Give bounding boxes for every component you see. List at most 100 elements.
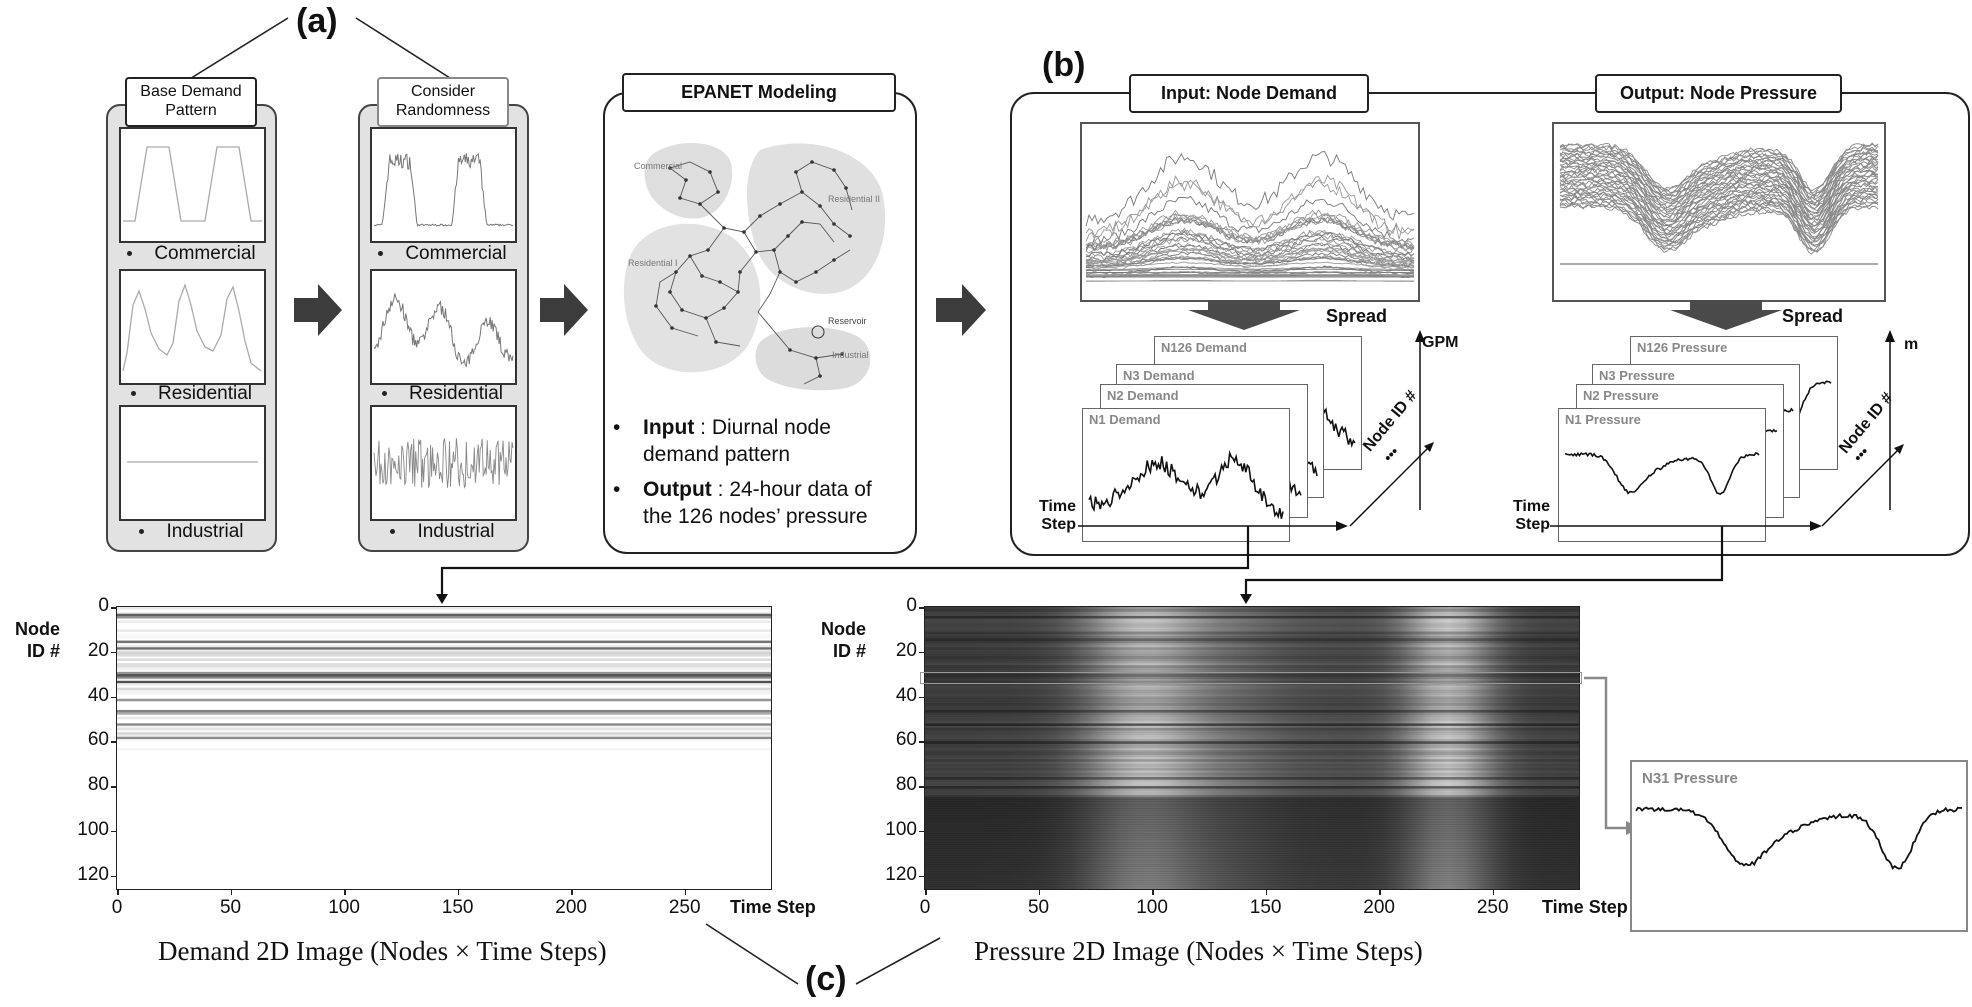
y-tick-label: 40 (87, 684, 109, 706)
pressure-series-line (1559, 152, 1879, 204)
demand-series-line (1085, 216, 1415, 252)
demand-heatmap-row (117, 734, 771, 738)
demand-heatmap-row (117, 698, 771, 702)
pressure-heatmap-row (925, 705, 1579, 709)
pressure-heatmap-row (925, 727, 1579, 731)
demand-heatmap-row (117, 667, 771, 670)
base-commercial-curve (123, 146, 262, 222)
pressure-heatmap-row (925, 685, 1579, 688)
demand-heatmap-row (117, 687, 771, 691)
pressure-heatmap-row (925, 830, 1579, 834)
x-tick-label: 0 (919, 897, 931, 918)
y-tick-label: 0 (98, 595, 109, 616)
pressure-heatmap-row (925, 736, 1579, 740)
y-tick-label: 0 (906, 595, 917, 616)
x-tick-mark (925, 889, 927, 895)
pressure-heatmap-row (925, 774, 1579, 778)
random-residential-curve (373, 293, 514, 368)
pressure-heatmap-row (925, 741, 1579, 744)
demand-time-step-label: Time Step (1038, 498, 1076, 533)
pressure-caption: Pressure 2D Image (Nodes × Time Steps) (974, 936, 1423, 966)
pressure-unit-label: m (1904, 336, 1919, 353)
pressure-heatmap-row (925, 799, 1579, 803)
pressure-heatmap-row (925, 808, 1579, 811)
demand-heatmap-row (117, 611, 771, 615)
pressure-series-line (1559, 175, 1879, 227)
pressure-y-label-line2: ID # (832, 641, 866, 661)
pressure-heatmap-row (925, 763, 1579, 767)
y-tick-mark (111, 741, 117, 743)
pressure-heatmap-row (925, 880, 1579, 883)
demand-series-line (1085, 230, 1415, 258)
bullet-dot: • (613, 416, 621, 439)
x-tick-label: 250 (1476, 897, 1509, 918)
base-commercial-plot (119, 127, 266, 243)
pattern-label-industrial-random: Industrial (417, 521, 495, 542)
pressure-heatmap-row (925, 815, 1579, 818)
pressure-heatmap-row (925, 709, 1579, 713)
base-industrial-plot (119, 405, 266, 521)
y-tick-label: 80 (87, 774, 109, 796)
y-tick-label: 20 (895, 639, 917, 661)
demand-node-axis (1349, 445, 1431, 527)
demand-heatmap-row (117, 620, 771, 623)
pressure-heatmap-row (925, 792, 1579, 796)
pressure-heatmap-row (925, 696, 1579, 700)
node-plot-card: N1 Pressure (1558, 408, 1766, 542)
pressure-heatmap-row (925, 859, 1579, 863)
pressure-heatmap-row (925, 873, 1579, 876)
demand-heatmap-row (117, 633, 771, 637)
network-nodes (654, 160, 852, 378)
n31-highlight-box (920, 672, 1582, 684)
pressure-heatmap-row (925, 812, 1579, 816)
y-tick-label: 60 (895, 729, 917, 751)
demand-heatmap-row (117, 654, 771, 657)
demand-heatmap-row (117, 725, 771, 729)
demand-heatmap-row (117, 613, 771, 617)
x-tick-mark (457, 889, 460, 895)
pressure-heatmap-row (925, 609, 1579, 612)
pressure-heatmap-row (925, 676, 1579, 679)
pressure-heatmap-row (925, 768, 1579, 771)
y-tick-mark (111, 786, 117, 788)
pressure-heatmap-row (925, 754, 1579, 758)
node-plot-title: N126 Demand (1161, 340, 1247, 355)
pressure-heatmap-row (925, 817, 1579, 820)
y-tick-label: 100 (885, 818, 917, 840)
pressure-heatmap-row (925, 772, 1579, 776)
node-plot-curve (1564, 451, 1760, 496)
pressure-heatmap-row (925, 647, 1579, 650)
pressure-heatmap-row (925, 857, 1579, 861)
pressure-heatmap-row (925, 694, 1579, 697)
x-tick-label: 200 (555, 897, 587, 918)
pressure-heatmap-row (925, 750, 1579, 753)
pressure-heatmap-row (925, 636, 1579, 639)
map-label-residential-ii: Residential II (828, 194, 880, 204)
pressure-heatmap-row (925, 680, 1579, 684)
y-tick-label: 20 (87, 639, 109, 661)
demand-heatmap-row (117, 651, 771, 655)
y-tick-label: 100 (77, 818, 109, 840)
input-text-line1: : Diurnal node (694, 416, 831, 439)
map-label-reservoir: Reservoir (828, 316, 867, 326)
demand-heatmap-row (117, 678, 771, 682)
random-commercial-line (373, 153, 514, 227)
pressure-heatmap-row (925, 701, 1579, 704)
pressure-heatmap-row (925, 862, 1579, 865)
demand-series-line (1086, 275, 1414, 278)
pressure-heatmap-row (925, 759, 1579, 762)
pressure-heatmap-row (925, 877, 1579, 881)
pressure-heatmap-row (925, 730, 1579, 733)
randomness-title: Consider Randomness (377, 77, 509, 127)
demand-series-line (1085, 229, 1415, 258)
base-industrial-curve (127, 461, 258, 463)
pressure-node-axis (1821, 447, 1901, 527)
pressure-heatmap-row (925, 624, 1579, 628)
pressure-heatmap-row (925, 667, 1579, 670)
pressure-heatmap-row (925, 716, 1579, 720)
pressure-heatmap-bands (925, 607, 1579, 890)
demand-heatmap-row (117, 615, 771, 619)
bullet-dot: • (613, 478, 621, 501)
